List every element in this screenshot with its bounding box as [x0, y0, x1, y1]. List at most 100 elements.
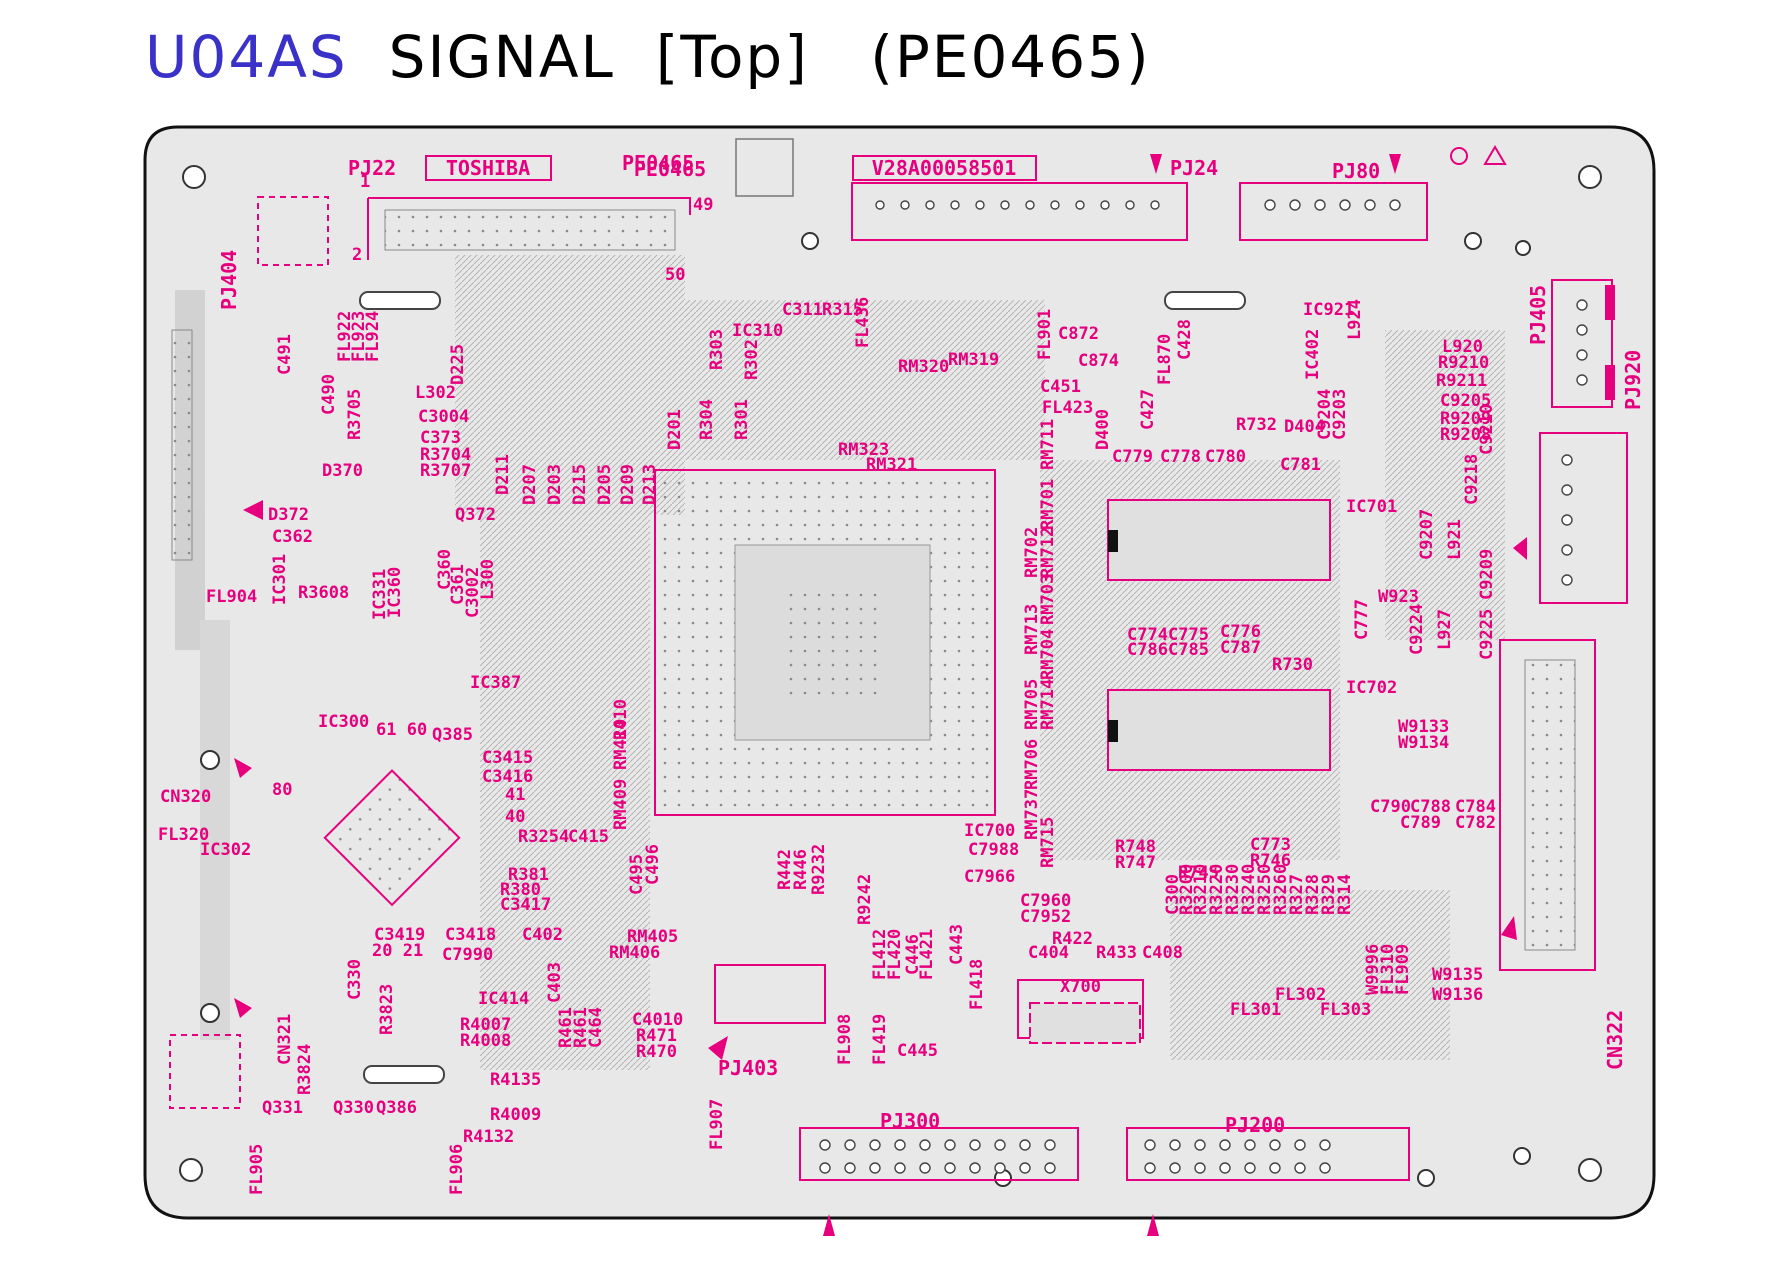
component-label: C408 [1142, 943, 1183, 963]
component-label: RM712 [1038, 527, 1058, 578]
component-label: R3220 [1207, 864, 1227, 915]
component-label: C373 [420, 428, 461, 448]
component-label: Q330 [333, 1098, 374, 1118]
component-label: D211 [493, 454, 513, 495]
toshiba-logo: TOSHIBA [446, 156, 530, 180]
component-label: R9210 [1438, 353, 1489, 373]
component-label: C9204 [1315, 389, 1335, 440]
component-label: FL905 [247, 1144, 267, 1195]
component-label: C7966 [964, 867, 1015, 887]
component-label: C775 [1168, 625, 1209, 645]
component-label: FL412 [870, 929, 890, 980]
component-label: PJ920 [1621, 350, 1645, 410]
component-label: R4132 [463, 1127, 514, 1147]
component-label: R4009 [490, 1105, 541, 1125]
component-label: R9232 [809, 844, 829, 895]
component-label: R9242 [855, 874, 875, 925]
component-label: C784 [1455, 797, 1496, 817]
component-label: C3004 [418, 407, 469, 427]
component-label: D225 [448, 344, 468, 385]
component-label: IC310 [732, 321, 783, 341]
component-label: C445 [897, 1041, 938, 1061]
component-label: C443 [947, 924, 967, 965]
component-label: R3824 [295, 1044, 315, 1095]
ic300-pin-label: 61 60 [376, 720, 427, 740]
component-label: R3823 [377, 984, 397, 1035]
component-label: IC302 [200, 840, 251, 860]
component-label: C777 [1352, 599, 1372, 640]
component-label: Q372 [455, 505, 496, 525]
component-label: C3419 [374, 925, 425, 945]
component-label: RM410 [611, 719, 631, 770]
component-label: R748 [1115, 837, 1156, 857]
component-label: R9209 [1440, 409, 1491, 429]
pj22-pin-49: 49 [693, 195, 713, 215]
component-label: C779 [1112, 447, 1153, 467]
component-label: PJ24 [1170, 156, 1218, 180]
component-label: X700 [1060, 977, 1101, 997]
component-label: C872 [1058, 324, 1099, 344]
component-label: C361 [448, 564, 468, 605]
component-label: W9135 [1432, 965, 1483, 985]
component-label: RM319 [948, 350, 999, 370]
component-label: FL421 [917, 929, 937, 980]
board-id: PE0465 [634, 157, 706, 181]
component-label: FL909 [1393, 944, 1413, 995]
component-label: C790 [1370, 797, 1411, 817]
component-label: R3240 [1239, 864, 1259, 915]
component-label: FL301 [1230, 1000, 1281, 1020]
component-label: IC414 [478, 989, 529, 1009]
component-label: FL310 [1378, 944, 1398, 995]
component-label: RM711 [1038, 419, 1058, 470]
component-label: C496 [643, 844, 663, 885]
component-label: R329 [1319, 874, 1339, 915]
component-label: R303 [707, 329, 727, 370]
component-label: RM409 [611, 779, 631, 830]
component-label: R461 [556, 1007, 576, 1048]
title-board: (PE0465) [870, 23, 1151, 91]
component-label: R3260 [1271, 864, 1291, 915]
component-label: R9211 [1436, 371, 1487, 391]
component-label: IC331 [370, 569, 390, 620]
component-label: C403 [545, 962, 565, 1003]
cn322-strip [1524, 659, 1576, 951]
trace-regions [175, 255, 1505, 1070]
component-label: D209 [618, 464, 638, 505]
component-label: RM321 [866, 455, 917, 475]
component-label: R9208 [1440, 425, 1491, 445]
ul-mark-icon [1450, 145, 1507, 165]
component-label: R471 [636, 1026, 677, 1046]
component-label: PJ403 [718, 1056, 778, 1080]
component-label: IC921 [1303, 300, 1354, 320]
component-label: R4008 [460, 1031, 511, 1051]
component-label: C787 [1220, 638, 1261, 658]
component-label: D207 [520, 464, 540, 505]
component-label: CN320 [160, 787, 211, 807]
component-label: C3002 [463, 567, 483, 618]
component-label: L920 [1442, 337, 1483, 357]
component-label: FL924 [363, 311, 383, 362]
toshiba-box [425, 155, 552, 181]
component-label: PJ200 [1225, 1113, 1285, 1137]
component-label: C7960 [1020, 891, 1071, 911]
component-label: R304 [697, 399, 717, 440]
component-label: R3705 [345, 389, 365, 440]
component-label: C782 [1455, 813, 1496, 833]
component-label: C9218 [1462, 454, 1482, 505]
component-label: RM704 [1038, 629, 1058, 680]
component-label: RM406 [609, 943, 660, 963]
component-label: PJ80 [1332, 159, 1380, 183]
component-label: C778 [1160, 447, 1201, 467]
component-label: FL922 [335, 311, 355, 362]
component-label: FL906 [447, 1144, 467, 1195]
component-label: L300 [478, 559, 498, 600]
component-label: IC402 [1303, 329, 1323, 380]
component-label: C773 [1250, 835, 1291, 855]
component-label: R3210 [1191, 864, 1211, 915]
component-label: C490 [319, 374, 339, 415]
component-label: L921 [1445, 519, 1465, 560]
component-label: FL419 [870, 1014, 890, 1065]
component-label: C446 [903, 934, 923, 975]
component-label: C9209 [1477, 549, 1497, 600]
ic300-pin-label: 20 21 [372, 941, 423, 961]
